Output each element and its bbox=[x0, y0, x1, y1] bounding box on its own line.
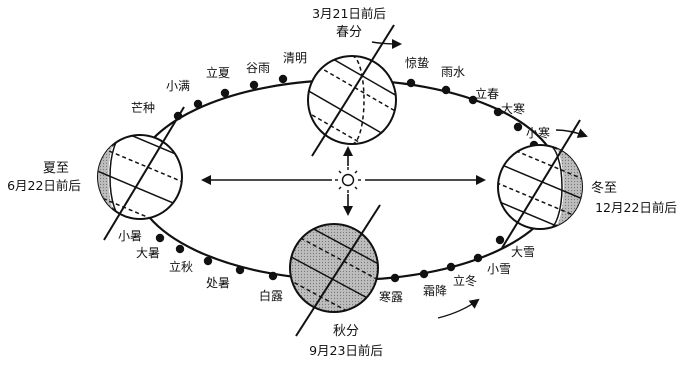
term-dot bbox=[419, 269, 429, 279]
term-label: 白露 bbox=[259, 288, 283, 303]
term-label: 惊蛰 bbox=[405, 55, 429, 70]
orbit-direction-arrow bbox=[437, 298, 480, 319]
term-dot bbox=[468, 95, 478, 105]
term-label: 谷雨 bbox=[246, 61, 270, 75]
term-label: 立春 bbox=[475, 86, 499, 101]
earth-autumn bbox=[289, 204, 381, 337]
term-dot bbox=[235, 265, 245, 275]
summer-date: 6月22日前后 bbox=[7, 178, 81, 193]
spring-name: 春分 bbox=[336, 25, 362, 40]
term-label: 处暑 bbox=[206, 276, 230, 290]
term-dot bbox=[175, 244, 185, 254]
term-label: 小暑 bbox=[118, 229, 142, 243]
term-label: 立冬 bbox=[453, 273, 477, 288]
term-label: 芒种 bbox=[131, 100, 155, 115]
autumn-date: 9月23日前后 bbox=[309, 343, 383, 358]
term-label: 立秋 bbox=[169, 259, 193, 274]
summer-name: 夏至 bbox=[43, 161, 69, 176]
term-dot bbox=[446, 262, 456, 272]
term-label: 小雪 bbox=[487, 262, 511, 276]
term-dot bbox=[249, 80, 259, 90]
term-dot bbox=[390, 273, 400, 283]
earth-spring bbox=[307, 24, 402, 157]
term-dot bbox=[493, 107, 503, 117]
winter-name: 冬至 bbox=[591, 180, 617, 196]
sun-icon bbox=[335, 167, 361, 193]
term-dot bbox=[441, 85, 451, 95]
term-label: 小满 bbox=[166, 79, 190, 93]
earth-summer bbox=[97, 106, 185, 241]
term-dot bbox=[406, 78, 416, 88]
term-dot bbox=[268, 271, 278, 281]
term-dot bbox=[155, 233, 165, 243]
term-label: 寒露 bbox=[379, 289, 403, 304]
term-label: 小寒 bbox=[526, 125, 550, 140]
autumn-name: 秋分 bbox=[333, 324, 359, 339]
term-label: 立夏 bbox=[206, 65, 230, 80]
term-label: 大雪 bbox=[511, 245, 535, 259]
term-dot bbox=[203, 256, 213, 266]
term-label: 大寒 bbox=[501, 101, 525, 116]
term-dot bbox=[473, 253, 483, 263]
spring-date: 3月21日前后 bbox=[312, 6, 386, 21]
term-dot bbox=[193, 99, 203, 109]
sun-rays bbox=[201, 146, 486, 216]
term-label: 霜降 bbox=[423, 284, 447, 298]
term-label: 大暑 bbox=[136, 246, 160, 260]
term-label: 清明 bbox=[283, 51, 307, 65]
term-dot bbox=[495, 235, 505, 245]
winter-date: 12月22日前后 bbox=[595, 200, 677, 215]
term-dot bbox=[513, 122, 523, 132]
term-dot bbox=[278, 74, 288, 84]
term-dot bbox=[220, 88, 230, 98]
term-label: 雨水 bbox=[441, 65, 465, 79]
